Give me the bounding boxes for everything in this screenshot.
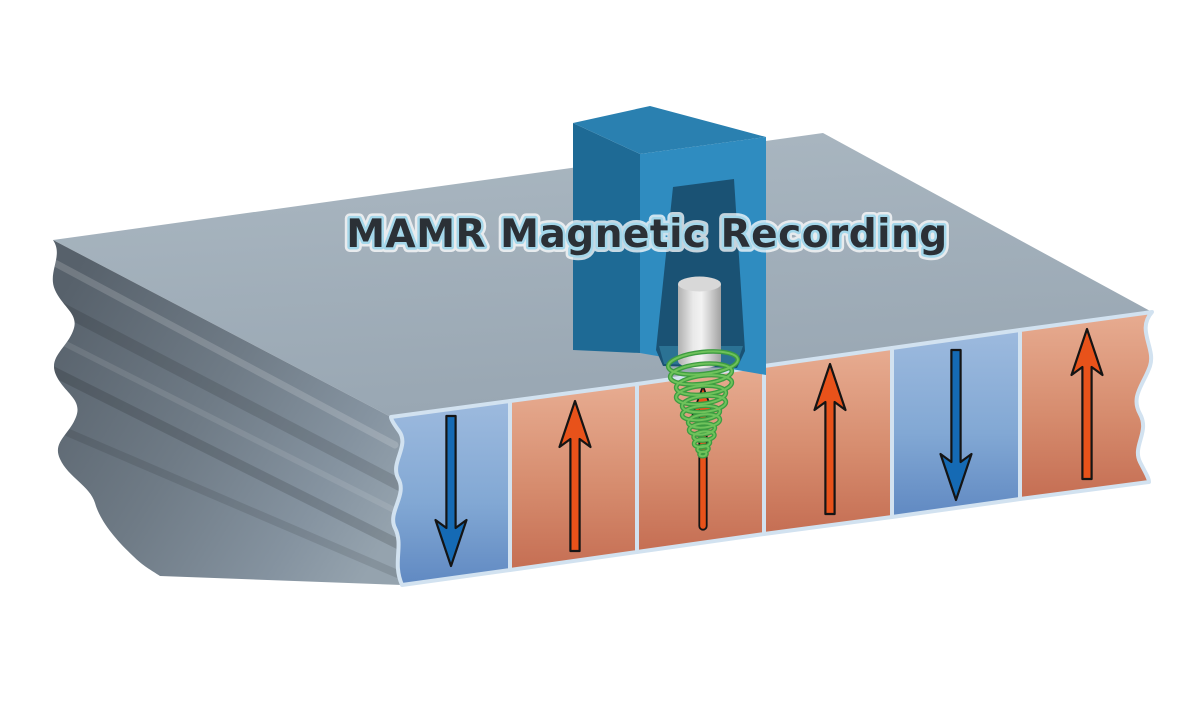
title: MAMR Magnetic Recording MAMR Magnetic Re… [341, 207, 952, 262]
broken-face-ridges [52, 251, 403, 579]
spin-torque-oscillator [678, 276, 722, 369]
title-text: MAMR Magnetic Recording [346, 212, 947, 257]
microwave-field-coil [665, 349, 741, 459]
title-halo: MAMR Magnetic Recording [346, 212, 947, 257]
platter-broken-left-face [52, 240, 403, 585]
write-head-left-face [573, 123, 640, 353]
title-outline: MAMR Magnetic Recording [346, 212, 947, 257]
write-head-top-face [573, 106, 766, 154]
microwave-coil-light-layer [667, 350, 739, 458]
sto-top [678, 276, 721, 292]
write-head [573, 106, 766, 375]
sto-body [678, 284, 722, 369]
